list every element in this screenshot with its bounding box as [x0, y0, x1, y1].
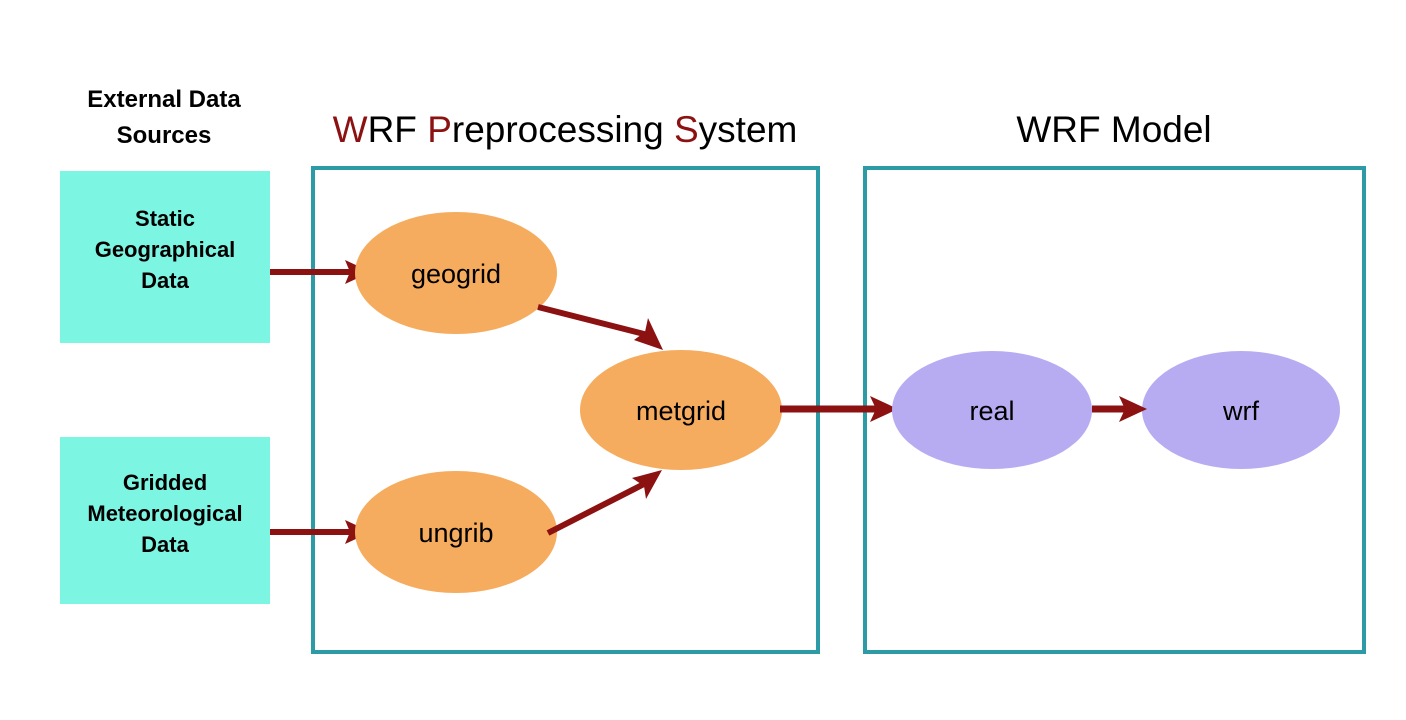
wps-heading-seg-4: S	[674, 109, 699, 150]
flow-metgrid-to-real-arrowhead	[870, 396, 898, 422]
static-geographical-data-line-1: Geographical	[95, 237, 236, 262]
node-wrf[interactable]: wrf	[1142, 351, 1340, 469]
wps-heading-seg-3: reprocessing	[452, 109, 674, 150]
node-metgrid-label: metgrid	[636, 396, 726, 426]
flow-geogrid-to-metgrid-line	[537, 304, 649, 338]
external-data-sources-heading-line1: External Data	[87, 86, 241, 113]
wps-heading-seg-5: ystem	[699, 109, 798, 150]
static-geographical-data-box: Static Geographical Data	[60, 171, 270, 343]
flow-geogrid-to-metgrid-arrowhead	[634, 318, 663, 350]
gridded-meteorological-data-line-0: Gridded	[123, 470, 207, 495]
node-real-label: real	[969, 396, 1014, 426]
static-geographical-data-line-2: Data	[141, 268, 189, 293]
gridded-meteorological-data-line-2: Data	[141, 532, 189, 557]
flow-ungrib-to-metgrid-line	[546, 481, 646, 536]
node-wrf-shape[interactable]	[1142, 351, 1340, 469]
gridded-meteorological-data-rect	[60, 437, 270, 604]
node-ungrib[interactable]: ungrib	[355, 471, 557, 593]
node-geogrid-shape[interactable]	[355, 212, 557, 334]
node-real[interactable]: real	[892, 351, 1092, 469]
wps-heading-seg-0: W	[333, 109, 368, 150]
wrf-model-heading: WRF Model	[1016, 109, 1211, 150]
node-real-shape[interactable]	[892, 351, 1092, 469]
flow-real-to-wrf	[1092, 396, 1147, 422]
node-ungrib-label: ungrib	[418, 518, 493, 548]
static-geographical-data-line-0: Static	[135, 206, 195, 231]
flow-metgrid-to-real	[780, 396, 898, 422]
node-metgrid-shape[interactable]	[580, 350, 782, 470]
node-geogrid[interactable]: geogrid	[355, 212, 557, 334]
flow-ungrib-to-metgrid-arrowhead	[632, 470, 662, 499]
wps-heading: WRF Preprocessing System	[333, 109, 798, 150]
node-metgrid[interactable]: metgrid	[580, 350, 782, 470]
flow-real-to-wrf-arrowhead	[1119, 396, 1147, 422]
gridded-meteorological-data-box: Gridded Meteorological Data	[60, 437, 270, 604]
flow-ungrib-to-metgrid	[546, 470, 662, 536]
static-geographical-data-rect	[60, 171, 270, 343]
node-ungrib-shape[interactable]	[355, 471, 557, 593]
node-geogrid-label: geogrid	[411, 259, 501, 289]
flow-geogrid-to-metgrid	[537, 304, 663, 350]
node-wrf-label: wrf	[1222, 396, 1259, 426]
external-data-sources-heading-line2: Sources	[117, 122, 212, 149]
wps-heading-seg-2: P	[427, 109, 452, 150]
wps-heading-seg-1: RF	[368, 109, 428, 150]
gridded-meteorological-data-line-1: Meteorological	[87, 501, 242, 526]
